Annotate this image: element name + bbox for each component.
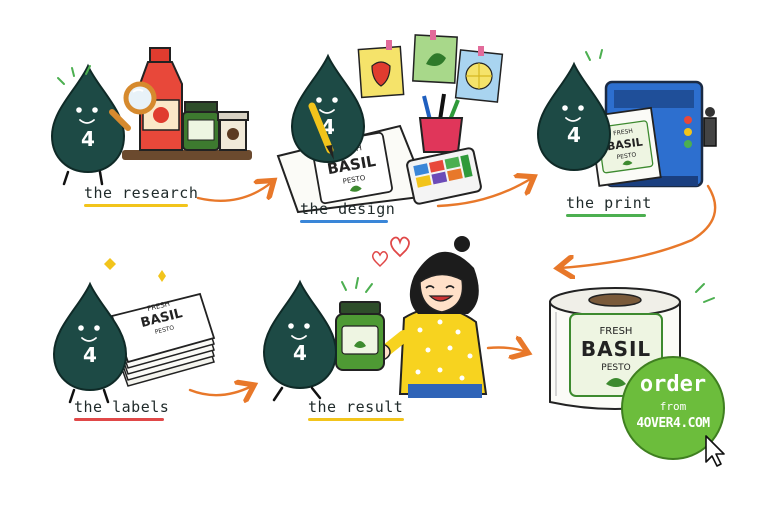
pesto-jar <box>335 301 385 371</box>
arrow-design-to-print <box>436 178 532 208</box>
label-text-pesto: PESTO <box>601 363 630 373</box>
mascot-number: 4 <box>293 341 307 365</box>
underline-result <box>308 418 404 421</box>
caption-research: the research <box>84 184 199 202</box>
shelf <box>122 150 252 160</box>
labels-scene: FRESH BASIL PESTO 4 <box>53 258 216 404</box>
mascot-result: 4 <box>263 281 337 402</box>
coffee-cup <box>217 111 249 151</box>
mascot-print: 4 <box>537 63 611 171</box>
label-text-fresh: FRESH <box>600 326 633 337</box>
sparkle-icon <box>158 270 166 282</box>
underline-design <box>300 220 388 223</box>
print-scene: FRESH BASIL PESTO 4 <box>537 49 717 188</box>
sparkle-icon <box>585 49 603 61</box>
strawberry-card <box>357 40 405 99</box>
order-badge-line3: 4OVER4.COM <box>636 416 710 431</box>
mascot-number: 4 <box>83 343 97 367</box>
arrow-print-to-roll <box>560 184 717 268</box>
underline-print <box>566 214 646 217</box>
order-badge-line1: order <box>639 372 707 397</box>
pencil-icon <box>308 102 334 160</box>
flow-arrows <box>188 178 717 395</box>
arrow-labels-to-result <box>188 386 252 395</box>
magnifier-icon <box>109 81 157 131</box>
order-badge[interactable]: order from 4OVER4.COM <box>621 356 725 460</box>
label-text-pesto: PESTO <box>342 174 366 186</box>
design-scene: FRESH BASIL PESTO 4 <box>276 30 504 214</box>
caption-design: the design <box>300 200 396 218</box>
sparkle-icon <box>695 283 715 303</box>
order-badge-line2: from <box>659 400 687 413</box>
sparkle-icon <box>104 258 116 270</box>
pesto-jar-small <box>182 101 220 151</box>
label-text-basil: BASIL <box>606 135 643 153</box>
caption-labels: the labels <box>74 398 170 416</box>
sparkle-icon <box>57 65 91 85</box>
label-text-pesto: PESTO <box>616 151 637 161</box>
mascot-number: 4 <box>567 123 581 147</box>
mascot-research: 4 <box>51 65 125 186</box>
customer-girl <box>369 236 488 398</box>
leaf-card <box>412 30 458 84</box>
heart-icon <box>390 236 410 258</box>
label-stack: FRESH BASIL PESTO <box>110 292 216 387</box>
mascot-number: 4 <box>81 127 95 151</box>
label-text-fresh: FRESH <box>613 128 634 138</box>
arrow-result-to-roll <box>486 348 526 353</box>
arrow-research-to-design <box>196 182 272 202</box>
lemon-card <box>454 46 504 103</box>
underline-research <box>84 204 188 207</box>
label-text-pesto: PESTO <box>154 324 175 336</box>
research-scene: 4 <box>51 47 252 186</box>
pencil-cup <box>418 93 464 153</box>
underline-labels <box>74 418 164 421</box>
sauce-bottle <box>139 47 183 151</box>
caption-result: the result <box>308 398 404 416</box>
heart-icon <box>372 251 388 268</box>
caption-print: the print <box>566 194 652 212</box>
label-text-basil: BASIL <box>581 337 651 361</box>
sparkle-icon <box>341 277 373 293</box>
tablet <box>406 147 482 205</box>
result-scene: 4 <box>263 236 488 402</box>
mascot-labels: 4 <box>53 283 127 404</box>
